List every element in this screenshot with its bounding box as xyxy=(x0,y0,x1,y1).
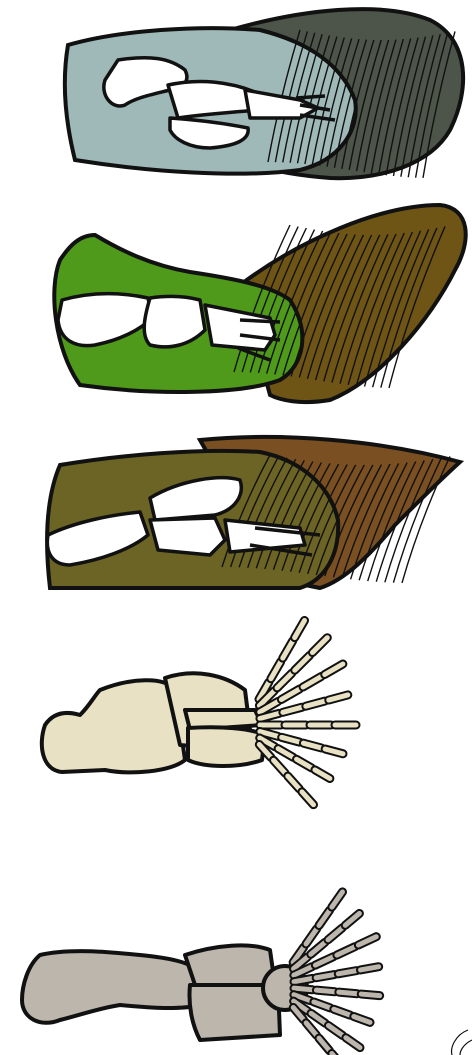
digit-segment xyxy=(338,971,356,974)
limb-panel-4 xyxy=(42,620,356,804)
digit-segment xyxy=(294,988,312,990)
limb-4-digits xyxy=(259,620,356,804)
limb-5-bone-2 xyxy=(185,945,275,985)
fin-panel-3 xyxy=(47,437,460,588)
digit-segment xyxy=(361,994,379,996)
digit-segment xyxy=(294,978,312,981)
digit-segment xyxy=(360,967,378,970)
fin-panel-2 xyxy=(54,205,465,402)
limb-5-bone-1 xyxy=(22,951,200,1023)
fin-panel-1 xyxy=(65,9,463,178)
limb-panel-5 xyxy=(22,892,472,1055)
digit-segment xyxy=(316,990,334,992)
limb-4-bone-4 xyxy=(188,727,265,766)
corner-mark xyxy=(452,1030,472,1055)
digit-segment xyxy=(316,975,334,978)
digit-segment xyxy=(339,992,357,994)
limb-5-digits xyxy=(293,892,380,1055)
limb-4-bone-1 xyxy=(42,680,185,772)
